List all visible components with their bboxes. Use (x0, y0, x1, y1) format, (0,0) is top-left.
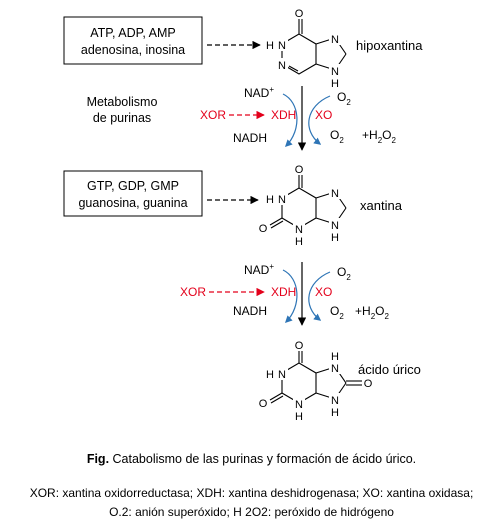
atom-h: H (266, 369, 274, 381)
nadh-label: NADH (233, 304, 267, 318)
figure-caption-text: Catabolismo de las purinas y formación d… (109, 452, 417, 466)
xor-inhibitor-label: XOR (200, 108, 226, 122)
abbreviation-legend: XOR: xantina oxidorreductasa; XDH: xanti… (0, 484, 503, 522)
figure-caption: Fig. Catabolismo de las purinas y formac… (0, 452, 503, 466)
superoxide-label: O2 (330, 128, 344, 145)
hydrogen-peroxide-label: +H2O2 (355, 304, 389, 321)
legend-line2: O.2: anión superóxido; H 2O2: peróxido d… (109, 505, 394, 519)
o2-to-superoxide-arc (308, 271, 331, 321)
atom-o: O (295, 340, 304, 352)
atom-h: H (331, 351, 339, 363)
atom-o: O (259, 398, 268, 410)
legend-line1: XOR: xantina oxidorreductasa; XDH: xanti… (29, 486, 474, 500)
atom-n: N (278, 194, 286, 206)
nad-label: NAD+ (244, 262, 274, 277)
o2-to-superoxide-arc (308, 95, 331, 145)
reaction-hypoxanthine-to-xanthine: NAD+ O2 XOR XDH XO NADH O2 +H2O2 (200, 85, 396, 151)
atom-h: H (295, 236, 303, 248)
xanthine-label: xantina (360, 198, 403, 213)
xor-inhibitor-label: XOR (180, 285, 206, 299)
atom-n: N (331, 188, 339, 200)
atom-h: H (295, 411, 303, 423)
atom-h: H (331, 407, 339, 419)
atom-n: N (278, 40, 286, 52)
uric-acid-label: ácido úrico (358, 362, 421, 377)
box2-line1: GTP, GDP, GMP (87, 179, 179, 193)
nad-label: NAD+ (244, 85, 274, 100)
atom-n: N (278, 60, 286, 72)
source-box-adenine-nucleotides: ATP, ADP, AMP adenosina, inosina (63, 16, 203, 65)
xdh-label: XDH (271, 285, 296, 299)
o2-label: O2 (337, 265, 351, 282)
atom-n: N (331, 220, 339, 232)
purine-metabolism-label-line2: de purinas (93, 111, 151, 125)
figure-caption-label: Fig. (86, 452, 110, 466)
superoxide-label: O2 (330, 304, 344, 321)
atom-o: O (364, 378, 373, 390)
reaction-xanthine-to-uric-acid: NAD+ O2 XOR XDH XO NADH O2 +H2O2 (180, 262, 389, 326)
o2-label: O2 (337, 90, 351, 107)
atom-n: N (331, 66, 339, 78)
box2-line2: guanosina, guanina (78, 196, 187, 210)
atom-n: N (278, 369, 286, 381)
atom-o: O (295, 164, 304, 176)
box1-line2: adenosina, inosina (81, 43, 185, 57)
xdh-label: XDH (271, 108, 296, 122)
atom-n: N (331, 363, 339, 375)
hypoxanthine-label: hipoxantina (356, 38, 423, 53)
atom-n: N (331, 34, 339, 46)
atom-n: N (295, 224, 303, 236)
atom-h: H (266, 40, 274, 52)
atom-h: H (331, 78, 339, 90)
atom-h: H (331, 232, 339, 244)
hydrogen-peroxide-label: +H2O2 (362, 128, 396, 145)
xo-label: XO (315, 108, 332, 122)
source-box-guanine-nucleotides: GTP, GDP, GMP guanosina, guanina (63, 170, 203, 217)
atom-n: N (295, 399, 303, 411)
atom-o: O (259, 223, 268, 235)
xo-label: XO (315, 285, 332, 299)
nad-to-nadh-arc (282, 269, 298, 324)
purine-metabolism-label-line1: Metabolismo (87, 95, 158, 109)
box1-line1: ATP, ADP, AMP (90, 26, 175, 40)
nad-to-nadh-arc (282, 93, 298, 148)
nadh-label: NADH (233, 131, 267, 145)
atom-h: H (266, 194, 274, 206)
atom-o: O (295, 8, 304, 20)
atom-n: N (331, 395, 339, 407)
